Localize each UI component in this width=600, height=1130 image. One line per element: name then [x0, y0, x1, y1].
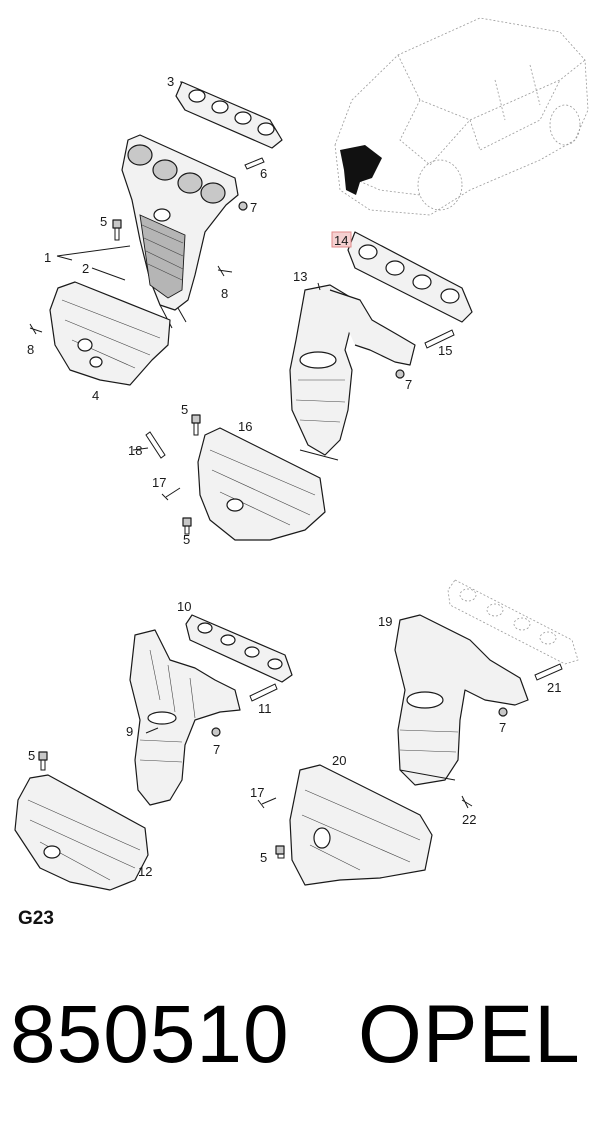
bolt-5-e — [275, 845, 285, 859]
callout-14-highlight — [331, 231, 352, 248]
callout-labels: 3 6 7 5 1 2 8 8 4 13 14 15 7 5 16 18 17 … — [27, 74, 561, 879]
nut-7-d — [498, 707, 508, 717]
stud-11 — [249, 683, 278, 702]
callout-7: 7 — [213, 742, 220, 757]
stud-18 — [145, 431, 166, 459]
stud-21 — [534, 663, 563, 681]
callout-4: 4 — [92, 388, 99, 403]
callout-5: 5 — [183, 532, 190, 547]
callout-19: 19 — [378, 614, 392, 629]
callout-5: 5 — [181, 402, 188, 417]
reference-gasket-outline — [447, 579, 579, 665]
callout-2: 2 — [82, 261, 89, 276]
bolt-5-d — [38, 751, 48, 771]
callout-17: 17 — [250, 785, 264, 800]
leader-lines — [56, 81, 321, 734]
screw-17-b — [257, 797, 277, 809]
heat-shield-16 — [197, 427, 326, 541]
callout-15: 15 — [438, 343, 452, 358]
callout-18: 18 — [128, 443, 142, 458]
heat-shield-4 — [49, 281, 171, 386]
nut-7-c — [211, 727, 221, 737]
callout-11: 11 — [258, 701, 272, 716]
screw-8-b — [29, 323, 43, 335]
heat-shield-20 — [289, 764, 433, 886]
exhaust-gasket-10 — [185, 614, 293, 683]
bolt-5-b — [191, 414, 201, 436]
callout-20: 20 — [332, 753, 346, 768]
callout-13: 13 — [293, 269, 307, 284]
callout-3: 3 — [167, 74, 174, 89]
engine-location-marker — [340, 145, 382, 195]
callout-10: 10 — [177, 599, 191, 614]
callout-12: 12 — [138, 864, 152, 879]
callout-9: 9 — [126, 724, 133, 739]
callout-6: 6 — [260, 166, 267, 181]
callout-8: 8 — [27, 342, 34, 357]
callout-5: 5 — [100, 214, 107, 229]
stud-6 — [244, 157, 265, 170]
callout-1: 1 — [44, 250, 51, 265]
callout-7: 7 — [499, 720, 506, 735]
callout-5: 5 — [28, 748, 35, 763]
callout-8: 8 — [221, 286, 228, 301]
fasteners — [29, 157, 563, 859]
callout-16: 16 — [238, 419, 252, 434]
exhaust-gasket-3 — [175, 81, 283, 149]
manifold-catalytic-converter-13 — [289, 284, 416, 461]
nut-7-b — [395, 369, 405, 379]
screw-8-a — [217, 265, 233, 277]
heat-shield-12 — [14, 774, 149, 891]
nut-7-a — [238, 201, 248, 211]
stud-15 — [424, 329, 455, 349]
section-code: G23 — [18, 908, 54, 929]
part-number: 850510 — [10, 989, 290, 1080]
callout-14: 14 — [334, 233, 348, 248]
callout-7: 7 — [405, 377, 412, 392]
callout-21: 21 — [547, 680, 561, 695]
manifold-catalytic-converter-1 — [121, 134, 239, 329]
brand-name: OPEL — [358, 989, 581, 1080]
callout-22: 22 — [462, 812, 476, 827]
screw-22 — [461, 795, 473, 809]
bolt-5-a — [112, 219, 122, 241]
manifold-catalytic-converter-19 — [394, 614, 529, 786]
screw-17-a — [161, 487, 181, 501]
callout-17: 17 — [152, 475, 166, 490]
callout-5: 5 — [260, 850, 267, 865]
exhaust-gasket-14 — [347, 231, 473, 323]
vehicle-locator-illustration — [334, 17, 589, 216]
manifold-catalytic-converter-9 — [129, 629, 241, 806]
bolt-5-c — [182, 517, 192, 535]
callout-7: 7 — [250, 200, 257, 215]
